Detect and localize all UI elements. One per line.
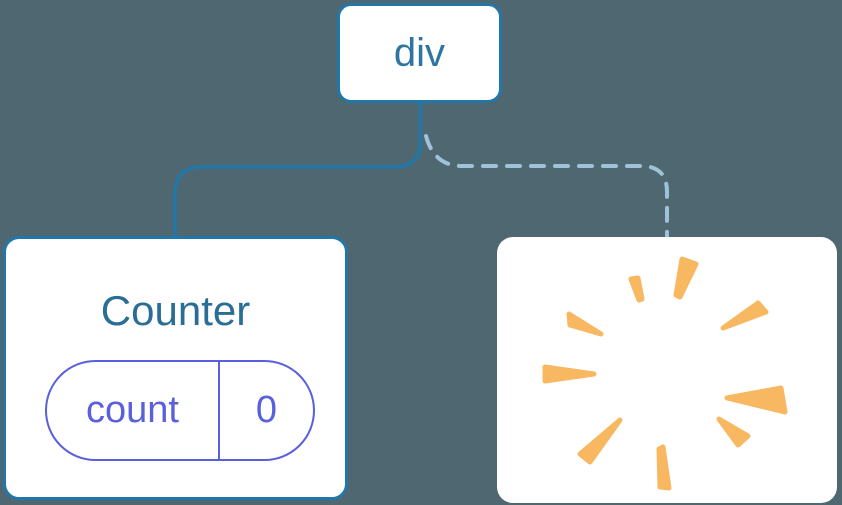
connector-solid-kept	[173, 102, 423, 238]
counter-title: Counter	[100, 287, 251, 334]
root-node-label: div	[393, 30, 446, 75]
root-node-div: div	[337, 3, 502, 103]
removed-component-card	[497, 237, 837, 503]
connector-dashed-removed	[424, 134, 669, 239]
state-key-label: count	[47, 362, 220, 459]
state-value: 0	[255, 389, 278, 431]
state-pill: count 0	[45, 360, 315, 461]
counter-component-card: Counter count 0	[3, 236, 348, 500]
poof-starburst-icon	[542, 256, 788, 491]
